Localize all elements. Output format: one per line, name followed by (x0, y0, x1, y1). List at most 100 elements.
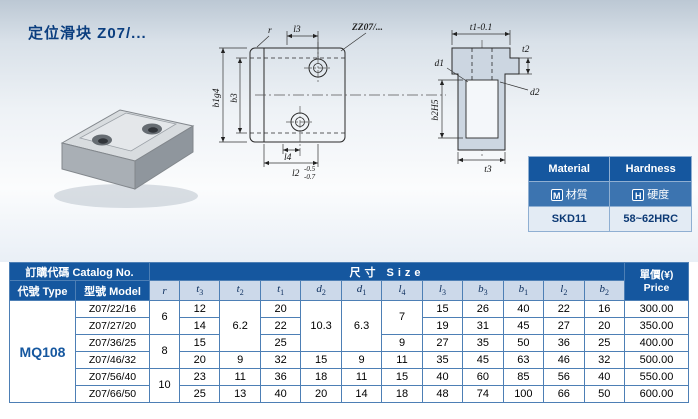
dim-cell-r: 6 (149, 300, 181, 335)
dim-label-t2: t2 (522, 45, 530, 55)
dim-cell-d1: 14 (340, 385, 383, 403)
dim-cell-t3: 14 (179, 317, 221, 335)
dim-label-d1: d1 (435, 59, 445, 69)
dim-cell-l3: 35 (421, 351, 464, 369)
drawing-section: r l3 ZZ07/... b1g4 b3 l4 l2 -0.5 -0.7 (0, 0, 698, 262)
model-cell: Z07/36/25 (74, 334, 151, 352)
dim-cell-t2: 11 (219, 368, 261, 386)
hardness-value: 58~62HRC (609, 206, 692, 232)
dim-label-b3: b3 (230, 93, 240, 103)
dim-cell-l3: 15 (421, 300, 464, 318)
dim-cell-l2: 22 (543, 300, 585, 318)
col-header-t1: t1 (259, 280, 302, 301)
dim-cell-b2: 16 (583, 300, 626, 318)
dim-cell-l3: 48 (421, 385, 464, 403)
dim-cell-l3: 40 (421, 368, 464, 386)
dim-cell-b3: 60 (462, 368, 504, 386)
dim-cell-b1: 63 (502, 351, 545, 369)
dim-cell-d2: 10.3 (300, 300, 342, 352)
page-title: 定位滑块 Z07/... (28, 25, 147, 42)
front-view-dimensions (219, 31, 367, 167)
model-cell: Z07/66/50 (74, 385, 151, 403)
dim-cell-d1: 9 (340, 351, 383, 369)
hardness-header: Hardness (609, 156, 692, 182)
table-header-row-1: 訂購代碼 Catalog No. 尺寸 Size 單價(¥) Price (8, 262, 689, 301)
hardness-label: 硬度 (647, 189, 670, 201)
dim-cell-l2: 46 (543, 351, 585, 369)
header-size: 尺寸 Size (149, 262, 625, 281)
dim-cell-b1: 40 (502, 300, 545, 318)
header-type: 代號 Type (9, 280, 76, 301)
model-cell: Z07/27/20 (74, 317, 151, 335)
dim-cell-b3: 31 (462, 317, 504, 335)
dim-label-d2: d2 (530, 88, 540, 98)
dim-label-l2-tol-lower: -0.7 (304, 173, 316, 181)
dim-cell-b2: 32 (583, 351, 626, 369)
dim-label-l3: l3 (293, 25, 301, 35)
dim-cell-l3: 27 (421, 334, 464, 352)
model-cell: Z07/46/32 (74, 351, 151, 369)
dim-cell-t1: 32 (259, 351, 302, 369)
dim-cell-l4: 15 (381, 368, 423, 386)
dim-cell-b1: 50 (502, 334, 545, 352)
price-label-en: Price (643, 281, 670, 294)
dim-label-b2h5: b2H5 (431, 99, 441, 120)
col-header-b1: b1 (502, 280, 545, 301)
dim-cell-b1: 45 (502, 317, 545, 335)
price-label-cn: 單價(¥) (639, 269, 674, 282)
dim-cell-t1: 25 (259, 334, 302, 352)
dim-cell-l2: 56 (543, 368, 585, 386)
dim-cell-b2: 50 (583, 385, 626, 403)
type-cell: MQ108 (9, 300, 76, 403)
col-header-d1: d1 (340, 280, 383, 301)
catalog-table-section: 訂購代碼 Catalog No. 尺寸 Size 單價(¥) Price 代號 … (8, 262, 689, 403)
dim-cell-t2: 13 (219, 385, 261, 403)
col-header-r: r (149, 280, 181, 301)
material-table-header-row: Material Hardness (527, 156, 692, 182)
dim-cell-d1: 6.3 (340, 300, 383, 352)
dim-cell-b1: 100 (502, 385, 545, 403)
dim-cell-d2: 15 (300, 351, 342, 369)
header-model: 型號 Model (74, 280, 151, 301)
side-view (451, 47, 520, 151)
centerlines (255, 40, 483, 158)
dim-cell-b2: 40 (583, 368, 626, 386)
dim-cell-t1: 22 (259, 317, 302, 335)
dim-cell-d2: 20 (300, 385, 342, 403)
dim-cell-b1: 85 (502, 368, 545, 386)
header-catalog-no: 訂購代碼 Catalog No. (8, 262, 151, 281)
dim-label-b1g4: b1g4 (212, 88, 222, 107)
dim-cell-d1: 11 (340, 368, 383, 386)
dim-cell-b3: 26 (462, 300, 504, 318)
model-cell: Z07/22/16 (74, 300, 151, 318)
dim-cell-l4: 18 (381, 385, 423, 403)
part-callout: ZZ07/... (351, 23, 383, 33)
col-header-d2: d2 (300, 280, 342, 301)
dim-label-l2-tol-upper: -0.5 (304, 165, 316, 173)
dim-cell-t3: 20 (179, 351, 221, 369)
price-cell: 400.00 (624, 334, 689, 352)
dim-cell-t1: 40 (259, 385, 302, 403)
dim-cell-t3: 15 (179, 334, 221, 352)
dim-cell-l2: 27 (543, 317, 585, 335)
dim-cell-t3: 23 (179, 368, 221, 386)
material-header: Material (527, 156, 611, 182)
dim-cell-t3: 12 (179, 300, 221, 318)
dim-cell-t2: 9 (219, 351, 261, 369)
dim-cell-t1: 36 (259, 368, 302, 386)
price-cell: 350.00 (624, 317, 689, 335)
material-label: 材質 (565, 189, 588, 201)
technical-drawing: r l3 ZZ07/... b1g4 b3 l4 l2 -0.5 -0.7 (54, 23, 540, 208)
col-header-b2: b2 (583, 280, 626, 301)
material-badge-icon: M (550, 189, 563, 201)
dim-cell-d2: 18 (300, 368, 342, 386)
col-header-b3: b3 (462, 280, 504, 301)
dim-cell-t3: 25 (179, 385, 221, 403)
price-cell: 600.00 (624, 385, 689, 403)
